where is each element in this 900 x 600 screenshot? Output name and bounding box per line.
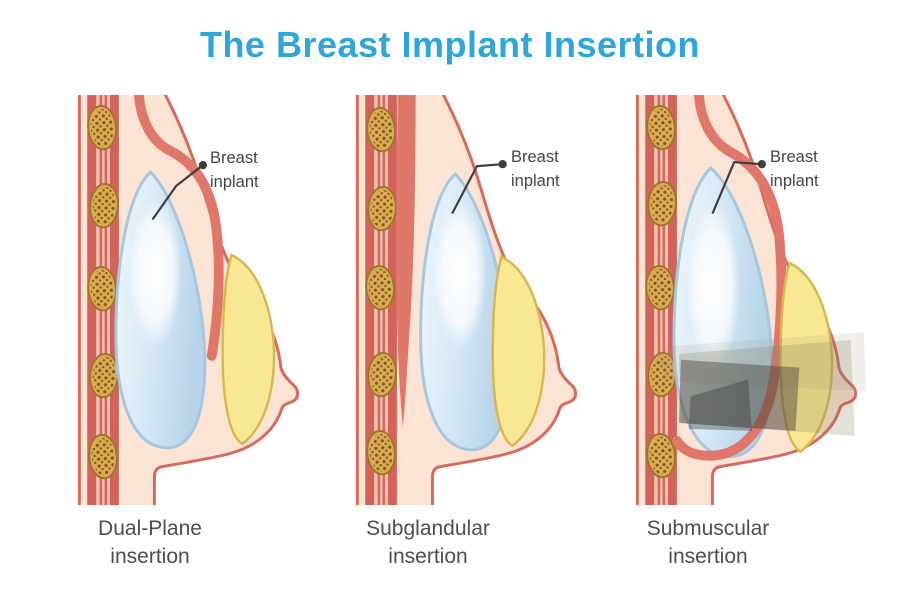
mammary-gland-shape (221, 253, 276, 446)
chest-muscle-layer (396, 95, 416, 427)
label-leader-line (711, 161, 762, 214)
label-leader-line (151, 164, 204, 221)
mammary-gland-shape (779, 261, 834, 454)
panel-subglandular-insertion: Breast inplant Subglandular insertion (340, 95, 600, 575)
panel-caption: Submuscular insertion (646, 517, 770, 569)
panel-dual-plane-insertion: Breast inplant Dual-Plane insertion (62, 95, 322, 575)
implant-highlight (686, 200, 741, 375)
anatomy-illustration-dual-plane (77, 95, 300, 505)
page-title: The Breast Implant Insertion (199, 24, 701, 65)
implant-label: Breast inplant (210, 149, 259, 191)
label-dot (757, 160, 767, 169)
implant-highlight (433, 200, 487, 349)
panel-caption: Subglandular insertion (366, 517, 490, 569)
pectoral-muscle-layer (671, 95, 787, 461)
mammary-gland-shape (491, 255, 546, 448)
pectoral-muscle-layer (134, 95, 224, 361)
anatomy-illustration-subglandular (355, 95, 578, 505)
implant-highlight (128, 198, 183, 347)
panel-caption: Dual-Plane insertion (98, 517, 202, 569)
label-leader-line (451, 163, 503, 215)
label-dot (498, 160, 507, 169)
watermark-shadow-overlay (661, 332, 867, 436)
implant-label: Breast inplant (770, 148, 819, 190)
label-dot (198, 160, 208, 170)
panel-submuscular-insertion: Breast inplant Submuscular insertion (620, 95, 880, 575)
anatomy-illustration-submuscular (635, 95, 867, 505)
implant-label: Breast inplant (511, 148, 560, 190)
